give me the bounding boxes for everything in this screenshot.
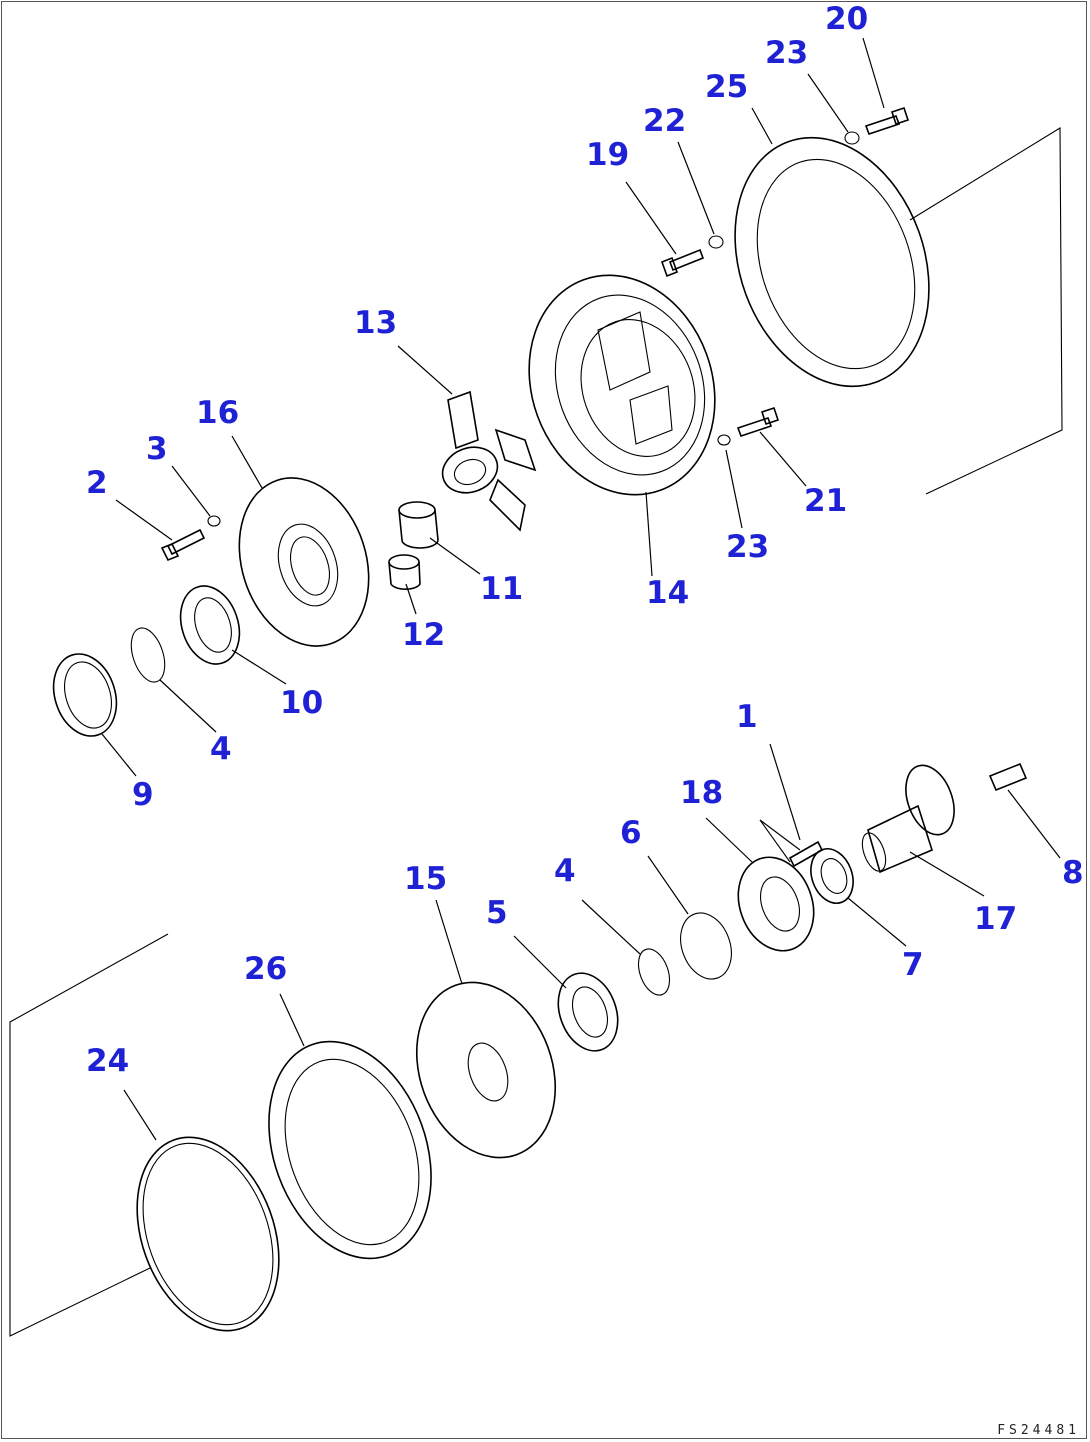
callout-5: 5 bbox=[486, 895, 508, 931]
part-16-cover bbox=[238, 477, 370, 647]
part-4-snap-ring-lower bbox=[637, 948, 671, 996]
callout-8: 8 bbox=[1062, 855, 1084, 891]
part-23-washer-upper bbox=[844, 131, 860, 145]
part-3-washer bbox=[207, 515, 221, 527]
callout-15: 15 bbox=[404, 861, 448, 897]
part-21-bolt bbox=[736, 406, 780, 438]
callout-26: 26 bbox=[244, 951, 288, 987]
callout-23-lower: 23 bbox=[726, 529, 770, 565]
mounting-face-lower bbox=[9, 933, 169, 1337]
part-20-bolt bbox=[864, 106, 910, 136]
part-18-retainer bbox=[737, 856, 815, 952]
part-8-plug bbox=[988, 762, 1028, 792]
part-5-bearing bbox=[557, 972, 619, 1052]
part-14-housing bbox=[528, 274, 716, 496]
callout-3: 3 bbox=[146, 431, 168, 467]
part-15-plate bbox=[415, 981, 557, 1159]
callout-16: 16 bbox=[196, 395, 240, 431]
callout-2: 2 bbox=[86, 465, 108, 501]
callout-11: 11 bbox=[480, 571, 524, 607]
part-7-bearing bbox=[810, 848, 854, 904]
callout-4-upper: 4 bbox=[210, 731, 232, 767]
callout-14: 14 bbox=[646, 575, 690, 611]
callout-18: 18 bbox=[680, 775, 724, 811]
callout-23-upper: 23 bbox=[765, 35, 809, 71]
part-23-washer-lower bbox=[717, 434, 731, 446]
callout-20: 20 bbox=[825, 1, 869, 37]
part-2-bolt bbox=[160, 528, 206, 562]
part-10-bearing bbox=[179, 585, 241, 665]
part-6-o-ring bbox=[680, 912, 732, 980]
callout-19: 19 bbox=[586, 137, 630, 173]
callout-4-lower: 4 bbox=[554, 853, 576, 889]
callout-10: 10 bbox=[280, 685, 324, 721]
callout-1: 1 bbox=[736, 699, 758, 735]
part-4-snap-ring-upper bbox=[130, 627, 166, 683]
part-19-bolt bbox=[660, 248, 705, 278]
part-22-washer bbox=[708, 235, 724, 249]
callout-21: 21 bbox=[804, 483, 848, 519]
callout-7: 7 bbox=[902, 947, 924, 983]
callout-13: 13 bbox=[354, 305, 398, 341]
part-17-shaft bbox=[861, 764, 955, 874]
mounting-face-upper bbox=[909, 127, 1063, 495]
part-9-seal bbox=[52, 653, 118, 737]
part-12-bushing bbox=[388, 554, 421, 590]
callout-6: 6 bbox=[620, 815, 642, 851]
part-25-gasket bbox=[734, 136, 930, 388]
leader-lines bbox=[101, 37, 1061, 1141]
callout-25: 25 bbox=[705, 69, 749, 105]
drawing-code: FS24481 bbox=[997, 1423, 1080, 1438]
callout-9: 9 bbox=[132, 777, 154, 813]
callout-22: 22 bbox=[643, 103, 687, 139]
part-26-gasket bbox=[268, 1040, 432, 1260]
callout-17: 17 bbox=[974, 901, 1018, 937]
part-13-hub bbox=[441, 390, 537, 532]
part-24-o-ring bbox=[136, 1136, 280, 1332]
callout-12: 12 bbox=[402, 617, 446, 653]
callout-24: 24 bbox=[86, 1043, 130, 1079]
part-11-bushing bbox=[398, 501, 439, 549]
